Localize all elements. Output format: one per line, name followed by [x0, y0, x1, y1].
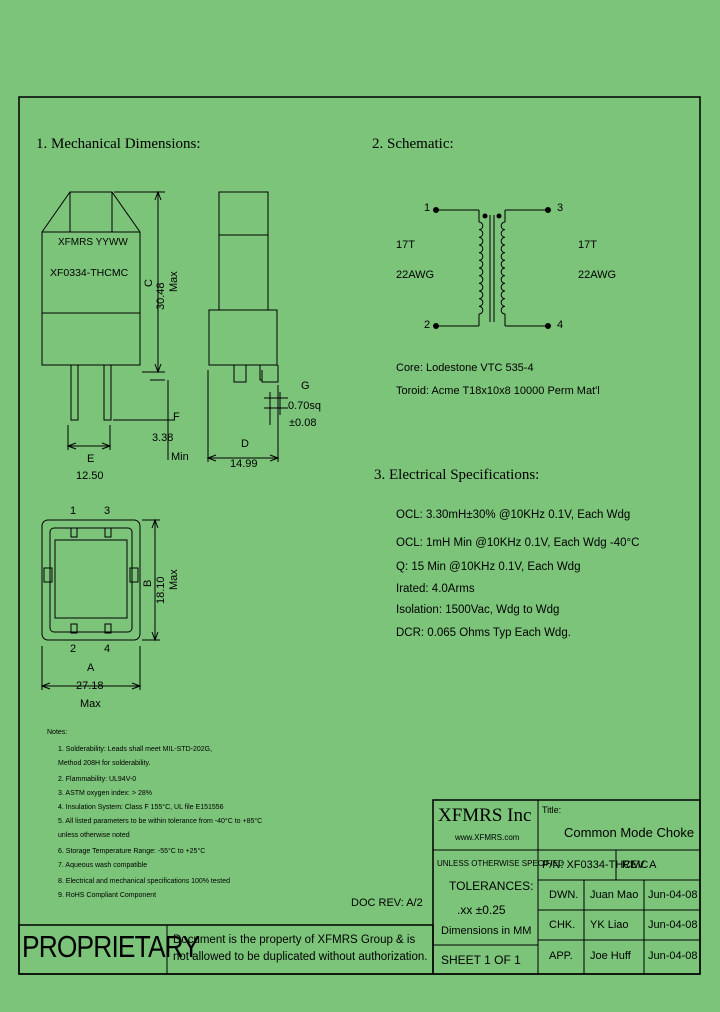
dim-a-letter: A	[87, 662, 95, 674]
dwn-name: Juan Mao	[590, 889, 639, 901]
proprietary-line2: not allowed to be duplicated without aut…	[173, 951, 428, 963]
schematic-pin-4: 4	[557, 319, 564, 331]
schematic-pin-1: 1	[424, 202, 431, 214]
dim-c-note: Max	[168, 271, 180, 292]
title-block-lines	[18, 799, 701, 975]
dim-c-letter: C	[143, 279, 155, 287]
note-line: 3. ASTM oxygen index: > 28%	[58, 790, 152, 797]
bottom-view	[40, 518, 160, 690]
note-line: 9. RoHS Compliant Component	[58, 892, 157, 899]
dim-f-note: Min	[171, 451, 189, 463]
spec-isolation: Isolation: 1500Vac, Wdg to Wdg	[396, 604, 560, 616]
dim-c-value: 30.48	[155, 282, 167, 310]
dim-g-letter: G	[301, 380, 310, 392]
pin-label-2: 2	[70, 643, 77, 655]
dwn-label: DWN.	[549, 889, 579, 901]
drawing-title: Common Mode Choke	[564, 825, 695, 840]
unless-specified: UNLESS OTHERWISE SPECIFIED	[437, 859, 564, 868]
chk-date: Jun-04-08	[648, 919, 698, 931]
section-electrical-heading: 3. Electrical Specifications:	[374, 467, 540, 483]
toroid-spec: Toroid: Acme T18x10x8 10000 Perm Mat'l	[396, 385, 600, 397]
note-line: 7. Aqueous wash compatible	[58, 862, 148, 869]
title-label: Title:	[542, 805, 562, 815]
spec-irated: Irated: 4.0Arms	[396, 583, 475, 595]
dim-a-note: Max	[80, 698, 101, 710]
app-label: APP.	[549, 950, 573, 962]
spec-ocl-nominal: OCL: 3.30mH±30% @10KHz 0.1V, Each Wdg	[396, 509, 631, 521]
core-spec: Core: Lodestone VTC 535-4	[396, 362, 534, 374]
dim-g-value: 0.70sq	[288, 400, 322, 412]
company-name: XFMRS Inc	[438, 805, 532, 826]
side-view	[206, 191, 288, 462]
revision: REV. A	[622, 859, 657, 871]
note-line: 1. Solderability: Leads shall meet MIL-S…	[58, 746, 213, 753]
doc-revision: DOC REV: A/2	[351, 897, 423, 909]
spec-dcr: DCR: 0.065 Ohms Typ Each Wdg.	[396, 627, 571, 639]
dim-d-value: 14.99	[230, 458, 258, 470]
dim-e-letter: E	[87, 453, 95, 465]
notes-title: Notes:	[47, 729, 68, 736]
app-date: Jun-04-08	[648, 950, 698, 962]
part-number: P/N: XF0334-THCMC	[542, 859, 649, 871]
note-line: 4. Insulation System: Class F 155°C, UL …	[58, 804, 224, 811]
chk-label: CHK.	[549, 919, 576, 931]
tolerances-label: TOLERANCES:	[449, 879, 534, 893]
part-marking-line1: XFMRS YYWW	[58, 237, 128, 248]
part-marking-line2: XF0334-THCMC	[50, 267, 129, 279]
pin-label-4: 4	[104, 643, 111, 655]
pin-label-1: 1	[70, 505, 77, 517]
schematic-pin-3: 3	[557, 202, 564, 214]
note-line: Method 208H for solderability.	[58, 760, 151, 767]
schematic-diagram	[433, 207, 551, 329]
left-winding-turns: 17T	[396, 239, 415, 251]
dimensions-unit: Dimensions in MM	[441, 925, 532, 937]
note-line: unless otherwise noted	[58, 832, 130, 839]
proprietary-line1: Document is the property of XFMRS Group …	[173, 934, 416, 946]
spec-q: Q: 15 Min @10KHz 0.1V, Each Wdg	[396, 561, 581, 573]
note-line: 8. Electrical and mechanical specificati…	[58, 878, 230, 885]
chk-name: YK Liao	[590, 919, 629, 931]
front-view	[41, 190, 175, 460]
dim-e-value: 12.50	[76, 470, 104, 482]
dim-f-value: 3.38	[152, 432, 174, 444]
section-schematic-heading: 2. Schematic:	[372, 136, 454, 152]
spec-ocl-min: OCL: 1mH Min @10KHz 0.1V, Each Wdg -40°C	[396, 537, 640, 549]
outer-frame	[18, 96, 701, 975]
dim-b-letter: B	[142, 579, 154, 587]
note-line: 6. Storage Temperature Range: -55°C to +…	[58, 848, 206, 855]
proprietary-label: PROPRIETARY	[22, 929, 200, 964]
dim-f-letter: F	[173, 411, 180, 423]
tolerance-value: .xx ±0.25	[457, 903, 506, 917]
left-winding-awg: 22AWG	[396, 269, 435, 281]
right-winding-turns: 17T	[578, 239, 597, 251]
dim-a-value: 27.18	[76, 680, 104, 692]
dim-d-letter: D	[241, 438, 249, 450]
section-mechanical-heading: 1. Mechanical Dimensions:	[36, 136, 201, 152]
note-line: 2. Flammability: UL94V-0	[58, 776, 137, 783]
schematic-pin-2: 2	[424, 319, 431, 331]
company-website: www.XFMRS.com	[455, 833, 520, 842]
dwn-date: Jun-04-08	[648, 889, 698, 901]
dim-g-tol: ±0.08	[289, 417, 317, 429]
app-name: Joe Huff	[590, 950, 631, 962]
dim-b-note: Max	[168, 569, 180, 590]
right-winding-awg: 22AWG	[578, 269, 617, 281]
note-line: 5. All listed parameters to be within to…	[58, 818, 263, 825]
sheet-number: SHEET 1 OF 1	[441, 953, 521, 967]
pin-label-3: 3	[104, 505, 111, 517]
dim-b-value: 18.10	[155, 576, 167, 604]
